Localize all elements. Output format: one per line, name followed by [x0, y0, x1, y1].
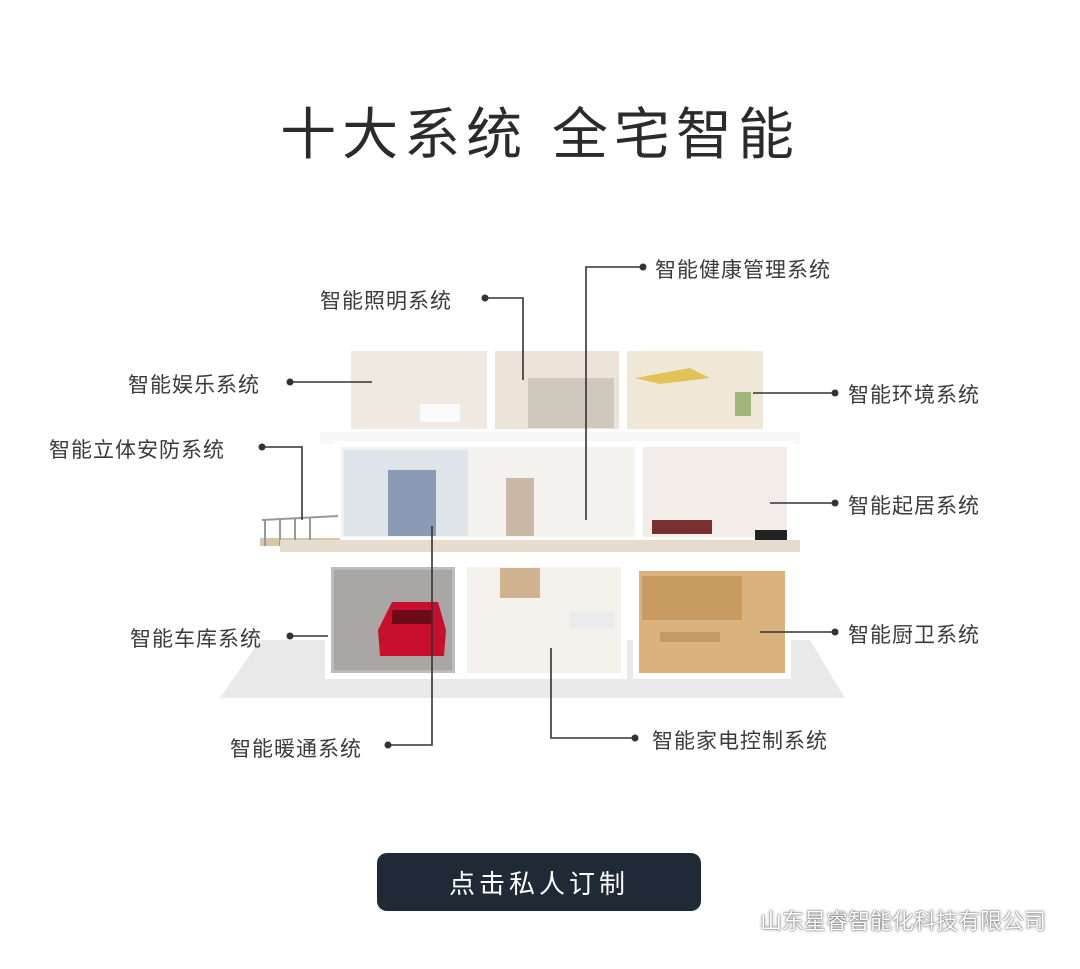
custom-order-button[interactable]: 点击私人订制 — [377, 853, 701, 911]
label-living: 智能起居系统 — [848, 494, 980, 518]
label-garage: 智能车库系统 — [130, 627, 262, 651]
label-health: 智能健康管理系统 — [655, 258, 831, 282]
house-illustration — [220, 345, 845, 698]
label-lighting: 智能照明系统 — [320, 289, 452, 313]
label-hvac: 智能暖通系统 — [230, 737, 362, 761]
page-title: 十大系统 全宅智能 — [280, 103, 800, 168]
label-security: 智能立体安防系统 — [49, 438, 225, 462]
label-appliance: 智能家电控制系统 — [652, 729, 828, 753]
label-entertainment: 智能娱乐系统 — [128, 373, 260, 397]
watermark: 山东星睿智能化科技有限公司 — [714, 904, 1046, 936]
label-environment: 智能环境系统 — [848, 383, 980, 407]
watermark-text: 山东星睿智能化科技有限公司 — [759, 910, 1046, 935]
label-kitchen: 智能厨卫系统 — [848, 623, 980, 647]
wechat-icon — [714, 905, 751, 934]
